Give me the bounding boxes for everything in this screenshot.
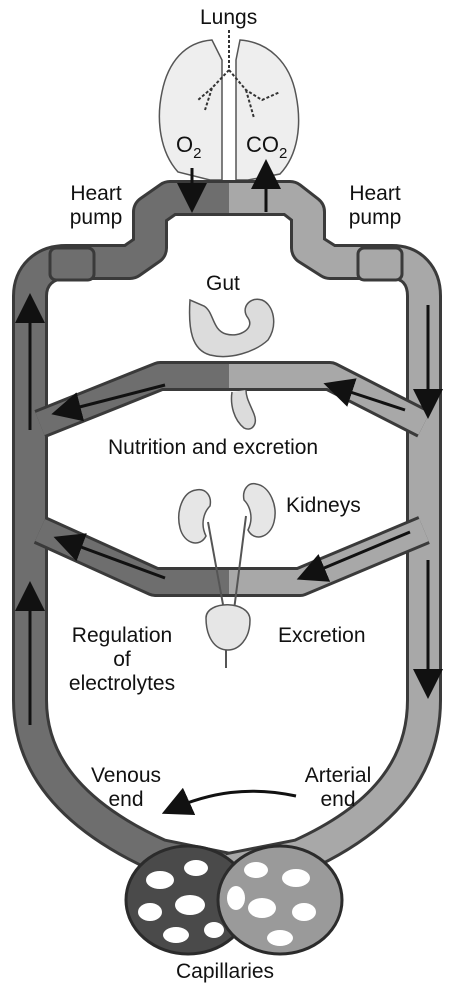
lungs-illustration	[159, 30, 298, 180]
venous-end-label: Venous end	[74, 764, 178, 812]
kidney-branch	[40, 530, 424, 582]
heart-pump-right-shape	[358, 248, 402, 280]
arterial-to-venous-arrow	[170, 791, 296, 810]
capillary-bed	[126, 846, 342, 954]
heart-pump-left-label: Heart pump	[52, 182, 140, 230]
heart-pump-left-shape	[50, 248, 94, 280]
gut-label: Gut	[206, 272, 240, 296]
capillaries-label: Capillaries	[176, 960, 274, 984]
heart-pump-right-label: Heart pump	[330, 182, 420, 230]
nutrition-label: Nutrition and excretion	[108, 436, 318, 460]
regulation-label: Regulation of electrolytes	[48, 624, 196, 696]
arterial-end-label: Arterial end	[288, 764, 388, 812]
lungs-label: Lungs	[200, 6, 257, 30]
excretion-label: Excretion	[278, 624, 366, 648]
kidneys-label: Kidneys	[286, 494, 361, 518]
